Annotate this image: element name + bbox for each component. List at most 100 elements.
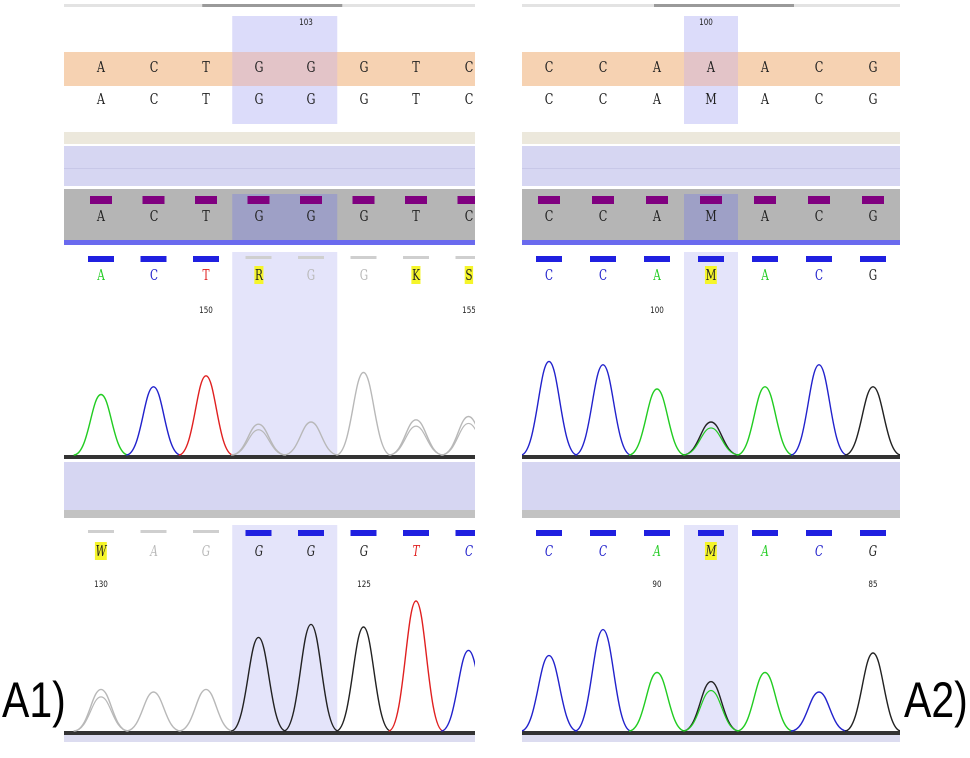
- read2-quality-bar: [403, 530, 429, 536]
- consensus-quality-bar: [247, 196, 270, 204]
- read2-peak: [522, 654, 578, 732]
- read2-quality-bar: [536, 530, 562, 536]
- read1-peak: [790, 364, 848, 456]
- read2-base-call: A: [761, 542, 769, 560]
- top-position-label: 103: [298, 18, 313, 28]
- contig-base: A: [760, 207, 770, 225]
- read2-quality-bar: [193, 530, 219, 533]
- read1-quality-bar: [860, 256, 886, 262]
- read1-base-call: C: [598, 266, 608, 284]
- reference-base: G: [359, 58, 368, 76]
- read1-quality-bar: [644, 256, 670, 262]
- read1-peak: [125, 386, 182, 456]
- read2-peak: [844, 652, 900, 732]
- top-position-label: 100: [698, 18, 713, 28]
- panel-graphics: [64, 4, 475, 742]
- read1-secondary-peak: [682, 427, 740, 456]
- contig-base: A: [652, 207, 662, 225]
- read1-base-call: T: [202, 266, 210, 284]
- consensus-base: G: [306, 90, 316, 108]
- read2-peak: [126, 691, 181, 732]
- bottom-band: [522, 735, 900, 742]
- read2-base-call: C: [544, 542, 554, 560]
- reference-base: T: [412, 58, 420, 76]
- reference-base: C: [598, 58, 608, 76]
- read2-peak: [574, 628, 632, 732]
- read-spacer-band: [64, 462, 475, 510]
- read2-peak: [230, 636, 287, 732]
- top-scrollbar-thumb: [654, 4, 794, 7]
- reference-base: G: [306, 58, 316, 76]
- read1-quality-bar: [350, 256, 377, 259]
- reference-base: G: [254, 58, 263, 76]
- read-spacer-rule: [522, 510, 900, 518]
- consensus-base: A: [96, 90, 106, 108]
- contig-base: A: [96, 207, 106, 225]
- contig-base: G: [306, 207, 316, 225]
- read1-quality-bar: [455, 256, 475, 259]
- consensus-quality-bar: [808, 196, 830, 204]
- consensus-quality-bar: [405, 196, 427, 204]
- read1-base-call: G: [306, 266, 316, 284]
- bottom-band: [64, 735, 475, 742]
- read1-base-call: A: [97, 266, 105, 284]
- consensus-base: C: [544, 90, 554, 108]
- reference-band-highlight: [684, 52, 738, 86]
- read2-quality-bar: [140, 530, 167, 533]
- contig-base: G: [359, 207, 368, 225]
- consensus-quality-bar: [646, 196, 668, 204]
- reference-base: G: [868, 58, 878, 76]
- read1-base-call: A: [761, 266, 769, 284]
- read2-base-call: G: [306, 542, 316, 560]
- read2-quality-bar: [644, 530, 670, 536]
- contig-base: C: [149, 207, 158, 225]
- consensus-quality-bar: [352, 196, 375, 204]
- contig-base: C: [814, 207, 824, 225]
- read1-secondary-peak: [441, 422, 475, 456]
- read2-baseline: [64, 731, 475, 735]
- read2-base-call: G: [201, 542, 211, 560]
- read1-peak: [574, 364, 632, 456]
- consensus-base: C: [814, 90, 824, 108]
- read2-quality-bar: [590, 530, 616, 536]
- read2-base-call: A: [653, 542, 661, 560]
- consensus-base: C: [598, 90, 608, 108]
- read1-base-call: S: [464, 266, 473, 284]
- consensus-base: A: [760, 90, 770, 108]
- top-scrollbar-thumb: [202, 4, 343, 7]
- reference-base: A: [760, 58, 770, 76]
- read1-base-call: C: [149, 266, 158, 284]
- read1-quality-bar: [590, 256, 616, 262]
- read1-peak: [736, 386, 794, 456]
- consensus-quality-bar: [457, 196, 475, 204]
- contig-base: G: [254, 207, 263, 225]
- read2-peak: [388, 600, 444, 732]
- read2-column-highlight: [232, 525, 338, 735]
- reference-base: C: [544, 58, 554, 76]
- read2-quality-bar: [88, 530, 114, 533]
- read2-base-call: W: [94, 542, 108, 560]
- contig-base: C: [598, 207, 608, 225]
- reference-base: T: [202, 58, 210, 76]
- consensus-base: G: [254, 90, 263, 108]
- read2-base-call: C: [598, 542, 608, 560]
- separator-band: [522, 132, 900, 144]
- consensus-quality-bar: [538, 196, 560, 204]
- consensus-quality-bar: [862, 196, 884, 204]
- read1-peak: [178, 375, 234, 456]
- read2-baseline: [522, 731, 900, 735]
- read2-peak: [440, 649, 475, 732]
- contig-base: C: [464, 207, 473, 225]
- contig-base: M: [705, 207, 717, 225]
- read1-position-label: 150: [199, 306, 213, 316]
- read2-quality-bar: [860, 530, 886, 536]
- figure-label-a2: A2): [904, 672, 968, 728]
- read2-position-label: 130: [94, 580, 108, 590]
- contig-base: G: [868, 207, 878, 225]
- read1-base-call: G: [359, 266, 368, 284]
- consensus-base: C: [464, 90, 473, 108]
- read1-base-call: G: [868, 266, 878, 284]
- read2-quality-bar: [245, 530, 272, 536]
- contig-base: T: [412, 207, 420, 225]
